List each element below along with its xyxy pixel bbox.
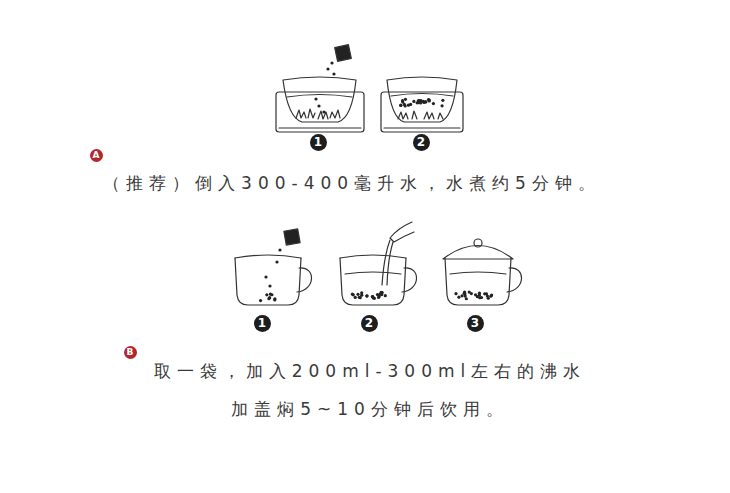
step-number: 3 — [467, 315, 484, 332]
tea-grain — [418, 99, 421, 102]
tea-grain — [351, 293, 354, 296]
tea-grain — [404, 98, 407, 101]
tea-grain — [399, 104, 402, 107]
tea-grain — [365, 294, 368, 297]
instruction-text: （推荐）倒入300-400毫升水，水煮约5分钟。 — [103, 164, 601, 202]
water-stream — [382, 240, 393, 285]
marker-text: B — [127, 348, 134, 357]
tea-grain — [270, 293, 273, 296]
section-marker: A — [90, 149, 103, 162]
mug — [445, 258, 511, 305]
mug-handle — [507, 268, 522, 292]
bowl — [283, 77, 356, 122]
instruction-text: 取一袋，加入200ml-300ml左右的沸水 加盖焖5~10分钟后饮用。 — [110, 352, 630, 428]
plate — [276, 92, 364, 132]
tea-grain — [278, 248, 281, 251]
marker-text: 1 — [258, 317, 266, 329]
marker-text: A — [93, 151, 100, 160]
tea-grain — [259, 299, 262, 302]
tea-grain — [399, 104, 402, 107]
step-number: 2 — [413, 134, 430, 151]
water-line — [391, 94, 453, 97]
tea-grain — [428, 99, 431, 102]
tea-grain — [490, 293, 493, 296]
tea-grain — [407, 104, 410, 107]
tea-grain — [460, 294, 463, 297]
tea-grain — [273, 298, 276, 301]
tea-grain — [412, 100, 415, 103]
tea-grain — [314, 97, 317, 100]
marker-text: 3 — [471, 317, 479, 329]
tea-grain — [359, 296, 362, 299]
tea-grain — [356, 293, 359, 296]
tea-grain — [365, 294, 368, 297]
marker-text: 1 — [314, 136, 322, 148]
tea-grain — [371, 295, 374, 298]
tea-grain — [468, 290, 471, 293]
marker-text: 2 — [417, 136, 425, 148]
plate-edge — [384, 127, 460, 128]
mug-rim — [340, 255, 406, 258]
tea-grain — [440, 104, 443, 107]
tea-grain — [480, 296, 483, 299]
bowl — [387, 77, 457, 122]
tea-grain — [326, 67, 329, 70]
mug-handle — [297, 268, 312, 292]
tea-grain — [322, 110, 325, 113]
tea-grain — [465, 297, 468, 300]
tea-grain — [403, 103, 406, 106]
tea-grain — [275, 260, 278, 263]
tea-bag — [284, 229, 300, 245]
step-number: 2 — [361, 315, 378, 332]
tea-leaves — [296, 109, 340, 119]
tea-grain — [265, 293, 268, 296]
tea-grain — [264, 275, 267, 278]
tea-grain — [454, 292, 457, 295]
tea-bag — [335, 45, 352, 62]
tea-grain — [432, 102, 435, 105]
tea-grain — [267, 297, 270, 300]
tea-grain — [428, 99, 431, 102]
tea-grain — [424, 100, 427, 103]
tea-grain — [384, 294, 387, 297]
water-line — [450, 272, 506, 274]
kettle-spout — [390, 222, 414, 242]
plate-edge — [279, 127, 361, 128]
tea-grain — [354, 296, 357, 299]
marker-text: 2 — [365, 317, 373, 329]
mug — [235, 258, 301, 305]
tea-grain — [380, 293, 383, 296]
tea-grain — [478, 292, 481, 295]
tea-grain — [422, 100, 425, 103]
tea-grain — [371, 295, 374, 298]
tea-grain — [476, 295, 479, 298]
tea-grain — [464, 294, 467, 297]
step-number: 1 — [254, 315, 271, 332]
mug-handle — [402, 268, 417, 292]
tea-grain — [377, 296, 380, 299]
tea-leaves — [398, 111, 443, 119]
tea-grain — [441, 99, 444, 102]
tea-grain — [268, 284, 271, 287]
tea-grain — [485, 292, 488, 295]
section-marker: B — [124, 346, 137, 359]
plate — [381, 92, 463, 132]
lid-knob — [474, 239, 482, 247]
tea-grain — [457, 296, 460, 299]
tea-grain — [330, 61, 333, 64]
water-line — [345, 272, 401, 274]
tea-grain — [317, 104, 320, 107]
mug-rim — [235, 255, 301, 258]
tea-grain — [332, 72, 335, 75]
step-number: 1 — [310, 134, 327, 151]
water-line — [287, 95, 352, 98]
mug — [340, 258, 406, 305]
tea-grain — [352, 293, 355, 296]
